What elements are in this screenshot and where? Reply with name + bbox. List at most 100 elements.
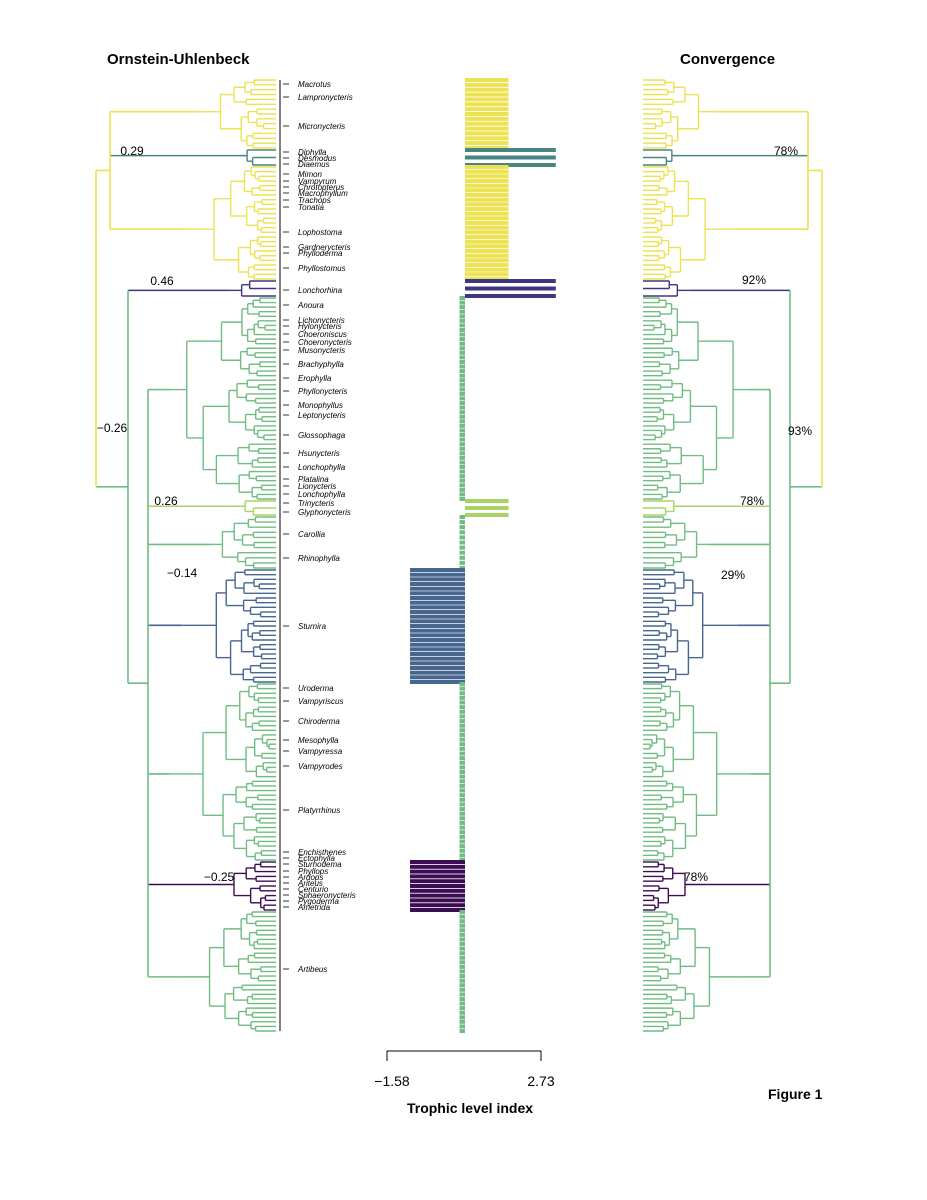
right-branch-percentage: 78% bbox=[740, 494, 764, 508]
trophic-bar bbox=[459, 378, 465, 383]
genus-label: Anoura bbox=[297, 301, 324, 310]
trophic-bar bbox=[459, 550, 465, 555]
trophic-bar bbox=[459, 834, 465, 839]
trophic-bar bbox=[459, 469, 465, 474]
trophic-bar bbox=[459, 560, 465, 565]
trophic-bar bbox=[459, 332, 465, 337]
trophic-bar bbox=[459, 932, 465, 937]
genus-label: Vampyressa bbox=[298, 747, 343, 756]
genus-label: Musonycteris bbox=[298, 346, 345, 355]
genus-label: Diaemus bbox=[298, 160, 330, 169]
trophic-bar bbox=[459, 530, 465, 535]
trophic-bar bbox=[459, 545, 465, 550]
genus-label: Diphylla bbox=[298, 148, 327, 157]
trophic-bar bbox=[459, 793, 465, 798]
left-tree-title: Ornstein-Uhlenbeck bbox=[107, 51, 250, 68]
genus-label: Lampronycteris bbox=[298, 93, 353, 102]
trophic-bar bbox=[459, 555, 465, 560]
trophic-bar bbox=[459, 442, 465, 447]
genus-label: Macrotus bbox=[298, 80, 331, 89]
trophic-bar bbox=[410, 628, 465, 633]
genus-label: Lionycteris bbox=[298, 482, 336, 491]
trophic-bar bbox=[459, 341, 465, 346]
trophic-bar bbox=[459, 446, 465, 451]
trophic-bar bbox=[459, 487, 465, 492]
right-branch-percentage: 78% bbox=[774, 144, 798, 158]
trophic-bar bbox=[459, 737, 465, 742]
genus-label: Mimon bbox=[298, 170, 323, 179]
trophic-bar bbox=[410, 680, 465, 684]
trophic-bar bbox=[410, 675, 465, 680]
trophic-bar bbox=[410, 586, 465, 591]
genus-label: Vampyrum bbox=[298, 177, 337, 186]
trophic-bar bbox=[459, 910, 465, 914]
trophic-bar bbox=[459, 807, 465, 812]
trophic-bar bbox=[465, 207, 509, 211]
trophic-bar bbox=[459, 337, 465, 342]
trophic-bar bbox=[459, 686, 465, 691]
trophic-bar bbox=[459, 937, 465, 942]
trophic-bar bbox=[459, 848, 465, 853]
trophic-bar bbox=[410, 605, 465, 610]
trophic-bar bbox=[459, 714, 465, 719]
trophic-axis: −1.58 2.73 Trophic level index bbox=[374, 1050, 555, 1116]
genus-label: Lonchophylla bbox=[298, 463, 346, 472]
trophic-bar bbox=[459, 919, 465, 924]
trophic-bar bbox=[459, 783, 465, 788]
trophic-bar bbox=[410, 647, 465, 652]
trophic-bar bbox=[459, 296, 465, 300]
trophic-bar bbox=[459, 305, 465, 310]
trophic-bar bbox=[459, 802, 465, 807]
trophic-bar bbox=[410, 908, 465, 912]
trophic-bar bbox=[459, 460, 465, 465]
trophic-bar bbox=[459, 369, 465, 374]
genus-label: Vampyriscus bbox=[298, 697, 344, 706]
trophic-bar bbox=[465, 239, 509, 244]
trophic-bar bbox=[465, 279, 556, 283]
trophic-bar bbox=[410, 591, 465, 596]
trophic-bar bbox=[459, 520, 465, 525]
trophic-bar bbox=[410, 600, 465, 605]
genus-label: Lonchophylla bbox=[298, 490, 346, 499]
trophic-bar bbox=[459, 983, 465, 988]
right-branch-percentages: 78%92%93%78%29%78% bbox=[684, 144, 812, 884]
trophic-bar bbox=[465, 112, 509, 116]
trophic-bar bbox=[410, 610, 465, 614]
trophic-bar bbox=[459, 1029, 465, 1033]
genus-label: Sphaeronycteris bbox=[298, 891, 356, 900]
trophic-bar bbox=[465, 116, 509, 121]
trophic-bar bbox=[465, 211, 509, 216]
trophic-bar bbox=[459, 497, 465, 501]
trophic-bar bbox=[465, 92, 509, 97]
genus-label: Desmodus bbox=[298, 154, 336, 163]
trophic-bar bbox=[459, 923, 465, 928]
genus-label: Rhinophylla bbox=[298, 554, 340, 563]
trophic-bar bbox=[465, 225, 509, 230]
trophic-bar bbox=[410, 670, 465, 675]
trophic-bar bbox=[459, 391, 465, 396]
trophic-bar bbox=[465, 202, 509, 207]
trophic-bar bbox=[459, 964, 465, 969]
trophic-bar bbox=[465, 78, 509, 82]
trophic-bar bbox=[459, 928, 465, 933]
trophic-bar bbox=[459, 974, 465, 979]
genus-label: Chrotopterus bbox=[298, 183, 344, 192]
trophic-bar bbox=[465, 174, 509, 179]
trophic-bar bbox=[465, 102, 509, 107]
trophic-bar bbox=[465, 294, 556, 298]
genus-labels: MacrotusLampronycterisMicronycterisDiphy… bbox=[283, 80, 356, 974]
trophic-bar bbox=[459, 774, 465, 779]
genus-label: Sturnodema bbox=[298, 860, 342, 869]
trophic-bar bbox=[465, 188, 509, 193]
trophic-bar bbox=[465, 136, 509, 141]
trophic-bar bbox=[410, 577, 465, 582]
trophic-bar bbox=[465, 221, 509, 225]
trophic-bar bbox=[465, 216, 509, 221]
trophic-bar bbox=[410, 633, 465, 638]
genus-label: Vampyrodes bbox=[298, 762, 343, 771]
trophic-bar bbox=[459, 314, 465, 319]
trophic-bar bbox=[459, 401, 465, 406]
genus-label: Tonatia bbox=[298, 203, 325, 212]
trophic-bar bbox=[410, 884, 465, 888]
